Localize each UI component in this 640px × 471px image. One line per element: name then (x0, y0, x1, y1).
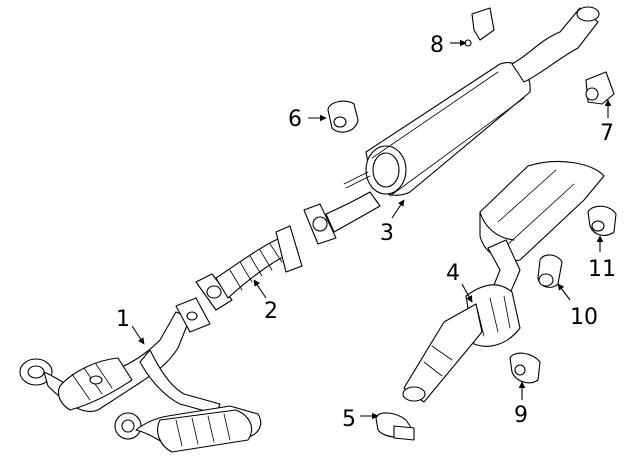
callout-2: 2 (264, 299, 278, 324)
callout-7: 7 (600, 121, 614, 146)
callout-10: 10 (570, 305, 598, 330)
part-1-front-y-pipe-with-catalytic-converters (19, 297, 262, 453)
callout-8: 8 (430, 33, 444, 58)
part-5-clamp (375, 412, 415, 441)
part-6-insulator (327, 100, 359, 133)
part-7-hanger-bracket (585, 71, 615, 105)
callout-11: 11 (588, 257, 616, 282)
callout-5: 5 (342, 407, 356, 432)
callout-labels: 1 2 3 4 5 6 7 8 9 10 11 (116, 33, 616, 432)
part-9-insulator (509, 352, 541, 384)
callout-9: 9 (514, 403, 528, 428)
part-10-insulator (537, 254, 563, 288)
callout-3: 3 (380, 221, 394, 246)
part-8-bracket-with-bolt (464, 7, 495, 47)
part-2-intermediate-pipe (195, 225, 303, 311)
part-4-rear-pipe-with-muffler (402, 160, 605, 403)
callout-leaders (131, 39, 612, 420)
callout-4: 4 (446, 261, 460, 286)
callout-1: 1 (116, 307, 130, 332)
part-3-rear-muffler-assembly (303, 6, 600, 245)
part-11-insulator (587, 205, 617, 236)
callout-6: 6 (288, 107, 302, 132)
